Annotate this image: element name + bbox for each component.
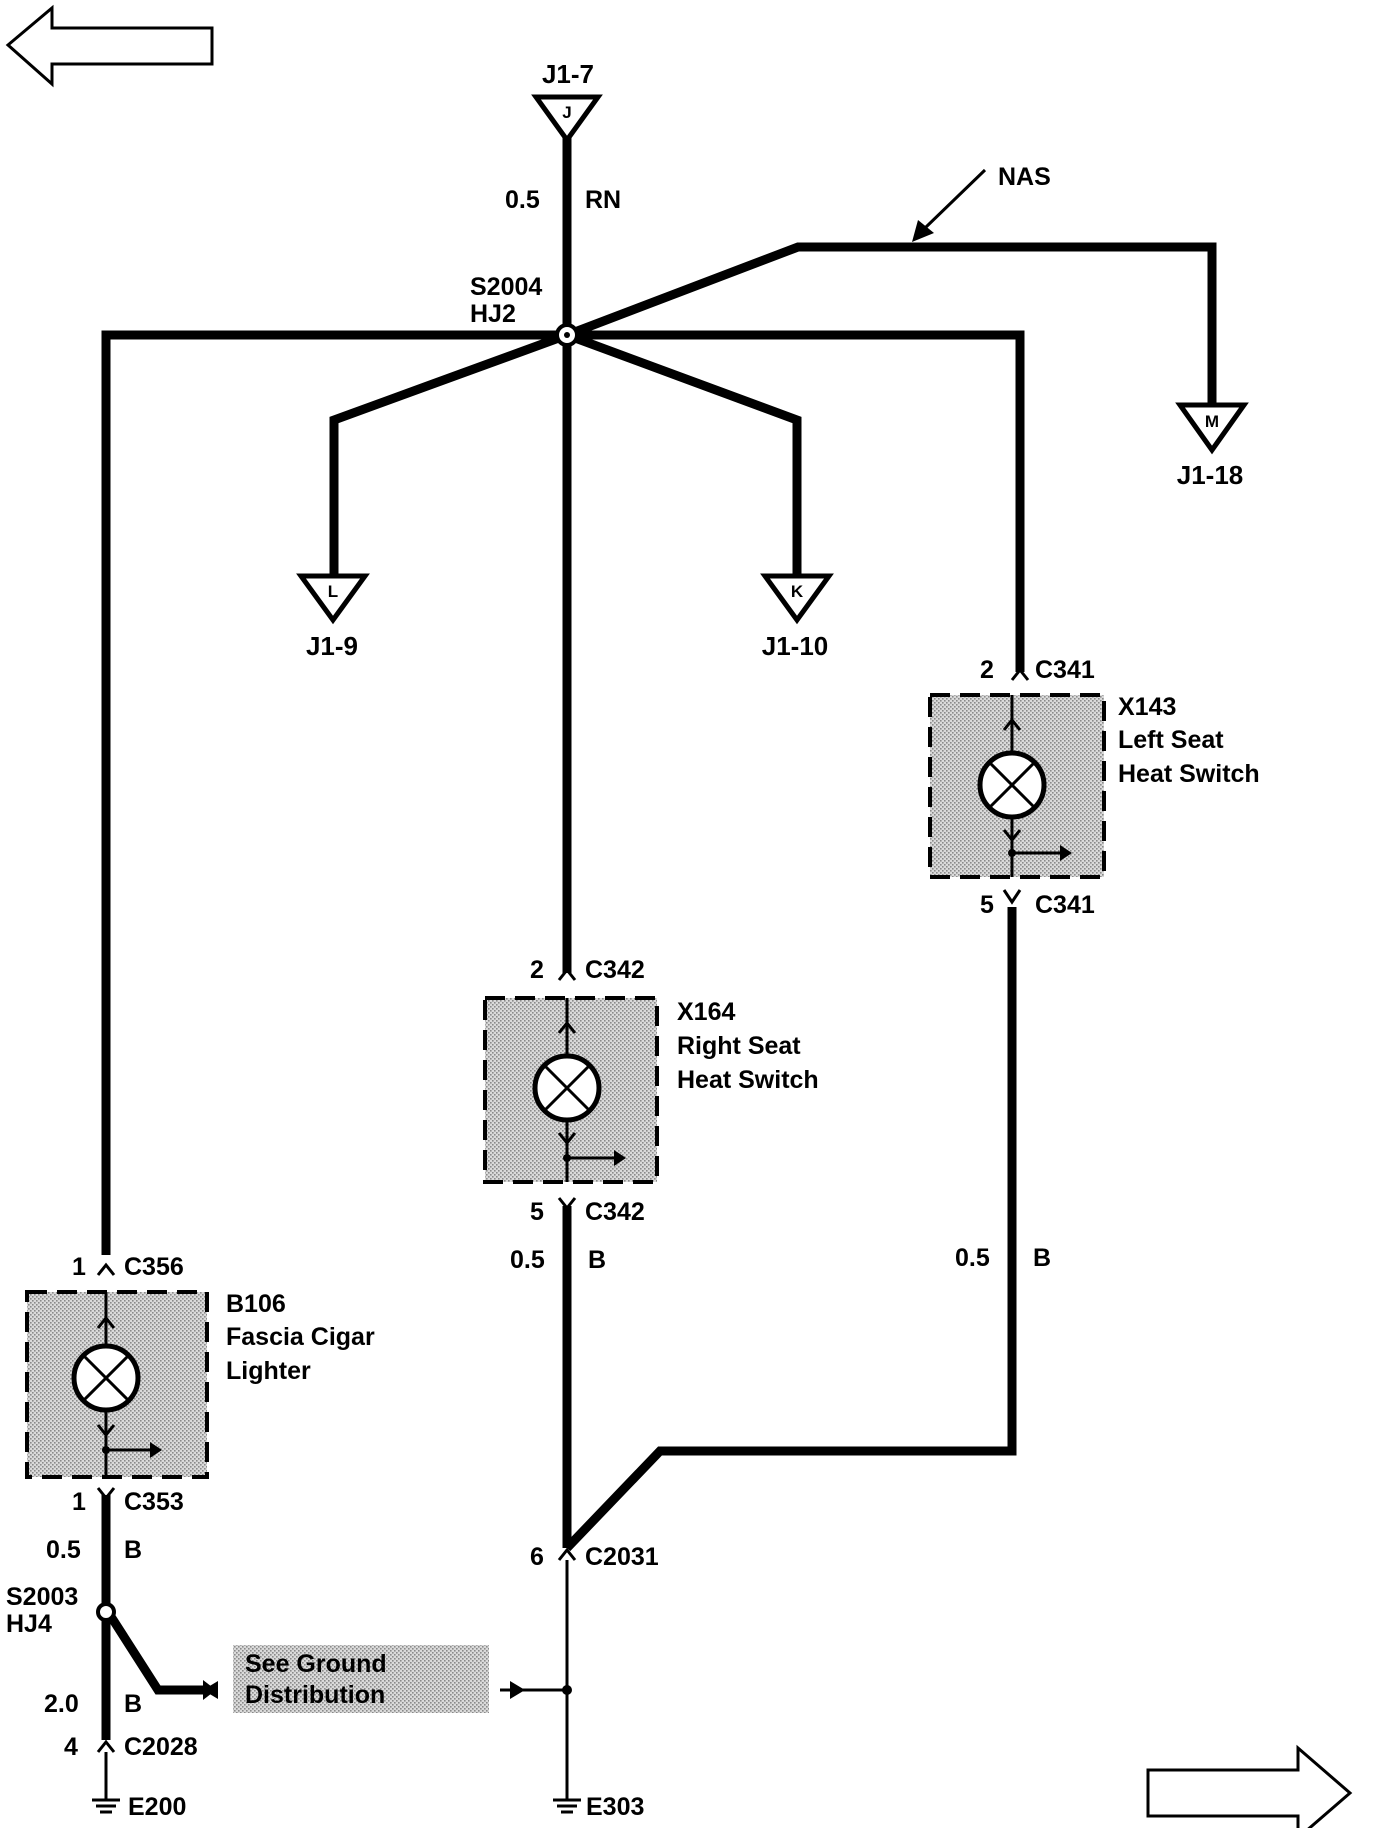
connector-c342-top-pin: 2: [530, 956, 544, 984]
connector-c342-bottom: 5 C342: [530, 1197, 645, 1226]
wire-ground-size: 2.0: [44, 1690, 79, 1718]
wire-ground-color: B: [124, 1690, 142, 1718]
wire-right-size: 0.5: [955, 1244, 990, 1272]
component-x164-line2: Heat Switch: [677, 1066, 819, 1094]
connector-c341-bottom: 5 C341: [980, 889, 1095, 919]
connector-c342-top: 2 C342: [530, 956, 645, 984]
ground-e303: E303: [553, 1793, 644, 1821]
connector-c2028-name: C2028: [124, 1733, 198, 1761]
terminal-m-letter: M: [1205, 412, 1219, 431]
ground-ref-line2: Distribution: [245, 1681, 385, 1709]
connector-c341-top: 2 C341: [980, 656, 1095, 684]
splice-s2003-id: S2003: [6, 1583, 78, 1611]
terminal-m: M J1-18: [1175, 402, 1249, 490]
wire-right-color: B: [1033, 1244, 1051, 1272]
connector-c2031-name: C2031: [585, 1543, 659, 1571]
component-b106-line1: Fascia Cigar: [226, 1323, 375, 1351]
splice-s2003-hj: HJ4: [6, 1610, 52, 1638]
wires: [101, 138, 1217, 1800]
connector-c341-bottom-name: C341: [1035, 891, 1095, 919]
terminal-j-letter: J: [562, 103, 571, 122]
wire-top-color: RN: [585, 186, 621, 214]
nas-pointer: [912, 168, 987, 242]
terminal-j-ref: J1-7: [542, 59, 594, 89]
terminal-l: L J1-9: [296, 573, 370, 661]
component-x143-line1: Left Seat: [1118, 726, 1224, 754]
wire-top-size: 0.5: [505, 186, 540, 214]
component-x143-id: X143: [1118, 693, 1176, 721]
component-b106-line2: Lighter: [226, 1357, 311, 1385]
connector-c353-name: C353: [124, 1488, 184, 1516]
component-b106-id: B106: [226, 1290, 286, 1318]
connector-c2028: 4 C2028: [64, 1733, 198, 1761]
splice-s2004-hj: HJ2: [470, 300, 516, 328]
connector-c353-pin: 1: [72, 1488, 86, 1516]
nas-label: NAS: [998, 163, 1051, 191]
terminal-m-ref: J1-18: [1177, 460, 1244, 490]
ground-e200-label: E200: [128, 1793, 186, 1821]
component-x143: X143 Left Seat Heat Switch: [928, 693, 1260, 879]
terminal-l-ref: J1-9: [306, 631, 358, 661]
connector-c2031: 6 C2031: [530, 1543, 659, 1571]
wire-left-color: B: [124, 1536, 142, 1564]
terminal-k: K J1-10: [760, 573, 834, 661]
splice-s2004: S2004 HJ2: [470, 273, 579, 347]
ground-e303-label: E303: [586, 1793, 644, 1821]
connector-c2031-pin: 6: [530, 1543, 544, 1571]
splice-s2004-id: S2004: [470, 273, 542, 301]
connector-c2028-pin: 4: [64, 1733, 78, 1761]
component-x164-line1: Right Seat: [677, 1032, 801, 1060]
component-x164: X164 Right Seat Heat Switch: [483, 996, 819, 1184]
connector-c342-top-name: C342: [585, 956, 645, 984]
connector-c342-bottom-pin: 5: [530, 1198, 544, 1226]
connector-c356: 1 C356: [72, 1253, 184, 1281]
component-x164-id: X164: [677, 998, 735, 1026]
connector-c356-name: C356: [124, 1253, 184, 1281]
connector-c341-top-name: C341: [1035, 656, 1095, 684]
wire-left-size: 0.5: [46, 1536, 81, 1564]
ground-e200: E200: [92, 1793, 186, 1821]
right-arrow-icon[interactable]: [1146, 1744, 1353, 1828]
connector-c341-top-pin: 2: [980, 656, 994, 684]
terminal-j: J J1-7: [531, 59, 603, 145]
connector-c356-pin: 1: [72, 1253, 86, 1281]
wire-center-color: B: [588, 1246, 606, 1274]
connector-c341-bottom-pin: 5: [980, 891, 994, 919]
connector-c353: 1 C353: [72, 1487, 184, 1516]
ground-ref-line1: See Ground: [245, 1650, 387, 1678]
terminal-k-letter: K: [791, 582, 804, 601]
wire-center-size: 0.5: [510, 1246, 545, 1274]
splice-s2003: S2003 HJ4: [6, 1583, 116, 1638]
component-b106: B106 Fascia Cigar Lighter: [25, 1290, 375, 1479]
terminal-k-ref: J1-10: [762, 631, 829, 661]
left-arrow-icon[interactable]: [5, 4, 214, 88]
terminal-l-letter: L: [328, 582, 338, 601]
component-x143-line2: Heat Switch: [1118, 760, 1260, 788]
connector-c342-bottom-name: C342: [585, 1198, 645, 1226]
ground-distribution-reference[interactable]: See Ground Distribution: [203, 1645, 535, 1713]
